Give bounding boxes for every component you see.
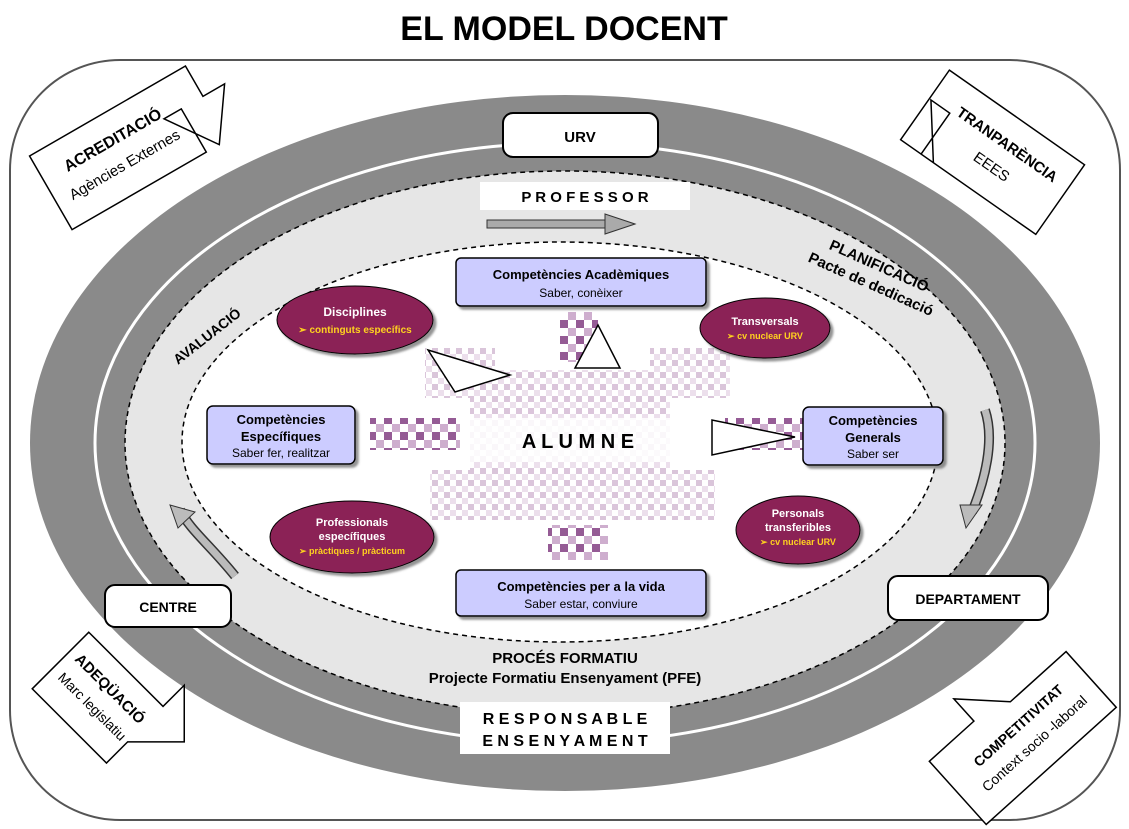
vida-box [455,569,707,617]
urv-box [502,112,659,158]
professionals-title-1: Professionals [316,517,388,529]
professionals-title-2: específiques [319,531,386,543]
disciplines-title: Disciplines [323,305,387,319]
left-curved-arrow [169,504,239,580]
personals-sub: ➢ cv nuclear URV [760,537,836,547]
transversals-sub: ➢ cv nuclear URV [727,331,803,341]
generals-title-2: Generals [845,430,901,445]
urv-label: URV [564,129,595,146]
professionals-ellipse [269,500,435,574]
personals-title-1: Personals [772,508,825,520]
personals-title-2: transferibles [765,522,831,534]
professor-label: P R O F E S S O R [521,189,648,206]
departament-box [887,575,1049,621]
disciplines-sub: ➢ continguts específics [298,325,412,336]
especifiques-title-1: Competències [237,412,326,427]
academiques-title: Competències Acadèmiques [493,267,670,282]
centre-label: CENTRE [139,599,197,615]
triangle-left [426,348,513,393]
professor-label-bg [480,182,690,210]
professionals-sub: ➢ pràctiques / pràcticum [299,546,405,556]
especifiques-title-2: Específiques [241,429,321,444]
competitivitat-arrow-shape [928,650,1118,826]
especifiques-box [206,405,356,465]
generals-box [802,406,944,466]
triangle-right [711,419,796,456]
page-title: EL MODEL DOCENT [400,10,728,48]
generals-title-1: Competències [829,413,918,428]
disciplines-ellipse [276,285,434,355]
tranparencia-arrow-shape [899,69,1086,236]
academiques-box [455,257,707,307]
personals-ellipse [735,495,861,565]
right-curved-arrow [959,408,995,530]
especifiques-sub: Saber fer, realitzar [232,446,330,460]
proces-label: PROCÉS FORMATIU [492,650,638,667]
adequacio-arrow-shape [31,631,185,765]
triangle-top [573,323,622,369]
departament-label: DEPARTAMENT [915,591,1021,607]
proces-sub: Projecte Formatiu Ensenyament (PFE) [429,670,702,687]
alumne-label: A L U M N E [522,431,634,453]
transversals-title: Transversals [731,316,798,328]
vida-sub: Saber estar, conviure [524,597,638,611]
professor-arrow [486,213,637,235]
responsable-line2: E N S E N Y A M E N T [482,733,648,750]
centre-box [104,584,232,628]
alumne-bg [470,418,690,462]
transversals-ellipse [699,297,831,359]
responsable-bg [460,702,670,754]
generals-sub: Saber ser [847,447,899,461]
responsable-line1: R E S P O N S A B L E [483,711,648,728]
vida-title: Competències per a la vida [497,579,665,594]
competitivitat-callout: COMPETITIVITAT Context socio -laboral [928,650,1118,826]
acreditacio-arrow-shape [28,65,226,231]
academiques-sub: Saber, conèixer [539,286,622,300]
